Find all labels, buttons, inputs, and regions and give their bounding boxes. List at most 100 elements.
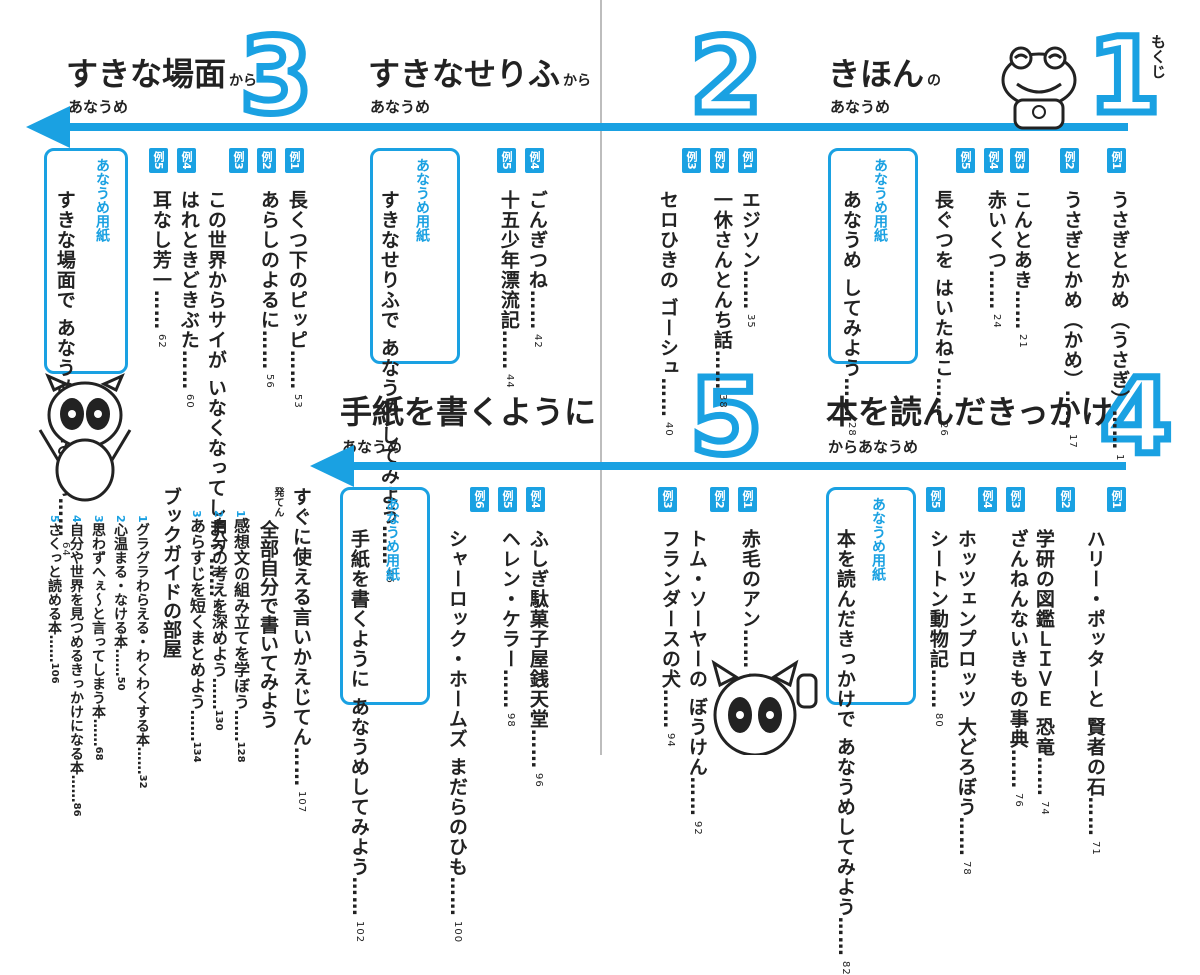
section-2-number: 2 <box>686 15 765 137</box>
example-tag-6: 例1 <box>738 148 757 173</box>
example-tag-5: 例5 <box>956 148 975 173</box>
example-tag-20: 例5 <box>926 487 945 512</box>
example-tag-15: 例5 <box>149 148 168 173</box>
example-tag-8: 例3 <box>682 148 701 173</box>
s4-item-1[interactable]: ハリー・ポッターと 賢者の石……71 <box>1083 529 1106 856</box>
example-tag-14: 例4 <box>177 148 196 173</box>
s1-item-6[interactable]: エジソン……35 <box>738 190 761 329</box>
section-4-title: 本を読んだきっかけ <box>826 393 1113 431</box>
top-arrow-line <box>60 123 1128 131</box>
example-tag-2: 例2 <box>1060 148 1079 173</box>
section-5-number: 5 <box>686 356 765 478</box>
raccoon-mascot-icon <box>38 373 132 502</box>
raccoon-mascot-icon <box>711 659 818 755</box>
section-1-subtitle: あなうめ <box>830 98 891 116</box>
example-tag-12: 例2 <box>257 148 276 173</box>
answer-sheet-box-4[interactable] <box>826 487 916 705</box>
bottom-arrow-line <box>346 462 1126 470</box>
example-tag-9: 例4 <box>525 148 544 173</box>
answer-sheet-text-5: 手紙を書くように あなうめしてみよう……102 <box>347 529 370 943</box>
extra-item-1[interactable]: すぐに使える言いかえじてん……107 <box>289 487 312 814</box>
example-tag-17: 例2 <box>1056 487 1075 512</box>
extra-2-prefix: 発てん <box>272 487 283 517</box>
section-2-subtitle: あなうめ <box>370 98 431 116</box>
answer-sheet-tag-2: あなうめ用紙 <box>414 158 430 242</box>
s1-item-1[interactable]: うさぎとかめ（うさぎ）……13 <box>1107 190 1130 469</box>
answer-sheet-tag-1: あなうめ用紙 <box>872 158 888 242</box>
example-tag-7: 例2 <box>710 148 729 173</box>
extra-2-title[interactable]: 全部自分で書いてみよう <box>257 520 279 729</box>
s4-item-2[interactable]: 学研の図鑑ＬＩＶＥ 恐竜……74 <box>1032 529 1055 816</box>
book-guide-item-3[interactable]: 3思わずへぇ〜と言ってしまう本……68 <box>90 515 106 761</box>
answer-sheet-box-5[interactable] <box>340 487 430 705</box>
answer-sheet-box-1[interactable] <box>828 148 918 364</box>
frog-mascot-icon <box>1001 46 1077 130</box>
example-tag-16: 例1 <box>1107 487 1126 512</box>
section-4-subtitle: からあなうめ <box>828 438 919 456</box>
s5-item-1[interactable]: ふしぎ駄菓子屋銭天堂……96 <box>526 529 549 788</box>
s2-item-2[interactable]: 十五少年漂流記……44 <box>497 190 520 389</box>
s5-item-2[interactable]: ヘレン・ケラー……98 <box>498 529 521 728</box>
s1-item-3[interactable]: こんとあき……21 <box>1010 190 1033 349</box>
book-guide-item-5[interactable]: 5さくっと読める本……106 <box>46 515 62 684</box>
s3-item-4[interactable]: はれときどきぶた……60 <box>177 190 200 409</box>
s4-item-5[interactable]: シートン動物記……80 <box>926 529 949 728</box>
s1-item-5[interactable]: 長ぐつを はいたねこ……26 <box>931 190 954 437</box>
s3-item-2[interactable]: あらしのよるに……56 <box>257 190 280 389</box>
toc-heading: もくじ <box>1149 34 1167 79</box>
example-tag-10: 例5 <box>497 148 516 173</box>
s1-item-4[interactable]: 赤いくつ……24 <box>984 190 1007 329</box>
example-tag-24: 例4 <box>526 487 545 512</box>
example-tag-25: 例5 <box>498 487 517 512</box>
book-guide-item-2[interactable]: 2心温まる・なける本……50 <box>112 515 128 691</box>
example-tag-23: 例3 <box>658 487 677 512</box>
bottom-arrow-head <box>310 445 354 487</box>
answer-sheet-box-3[interactable] <box>44 148 128 374</box>
section-5-subtitle: あなうめ <box>342 438 403 456</box>
answer-sheet-text-3: すきな場面で あなうめしてみよう……64 <box>53 190 76 557</box>
example-tag-3: 例3 <box>1010 148 1029 173</box>
answer-sheet-tag-3: あなうめ用紙 <box>94 158 110 242</box>
example-tag-19: 例4 <box>978 487 997 512</box>
s2-item-1[interactable]: ごんぎつね……42 <box>525 190 548 349</box>
answer-sheet-tag-4: あなうめ用紙 <box>870 497 886 581</box>
section-1-title: きほんの <box>828 55 942 93</box>
s3-item-3[interactable]: この世界からサイが いなくなってしまう……58 <box>204 190 227 617</box>
example-tag-22: 例2 <box>710 487 729 512</box>
section-3-subtitle: あなうめ <box>68 98 129 116</box>
example-tag-13: 例3 <box>229 148 248 173</box>
book-guide-item-4[interactable]: 4自分や世界を見つめるきっかけになる本……86 <box>68 515 84 817</box>
top-arrow-head <box>26 106 70 148</box>
section-4-number: 4 <box>1096 356 1175 478</box>
section-2-title: すきなせりふから <box>368 55 592 93</box>
extra-2-item-1[interactable]: 1感想文の組み立てを学ぼう……128 <box>231 510 250 763</box>
example-tag-26: 例6 <box>470 487 489 512</box>
extra-2-item-2[interactable]: 2自分の考えを深めよう……130 <box>209 510 228 731</box>
answer-sheet-tag-5: あなうめ用紙 <box>384 497 400 581</box>
answer-sheet-text-2: すきなせりふで あなうめ してみよう……46 <box>377 190 400 584</box>
s5-item-3[interactable]: シャーロック・ホームズ まだらのひも……100 <box>445 529 468 943</box>
book-guide-title[interactable]: ブックガイドの部屋 <box>160 487 182 658</box>
s1-item-2[interactable]: うさぎとかめ（かめ）……17 <box>1060 190 1083 449</box>
example-tag-18: 例3 <box>1006 487 1025 512</box>
example-tag-11: 例1 <box>285 148 304 173</box>
section-3-number: 3 <box>236 15 315 137</box>
example-tag-1: 例1 <box>1107 148 1126 173</box>
section-1-number: 1 <box>1084 15 1163 137</box>
page-gutter <box>600 0 602 755</box>
s4-item-7[interactable]: トム・ソーヤーの ぼうけん……92 <box>685 529 708 836</box>
example-tag-21: 例1 <box>738 487 757 512</box>
s4-item-8[interactable]: フランダースの犬……94 <box>658 529 681 748</box>
answer-sheet-box-2[interactable] <box>370 148 460 364</box>
s3-item-5[interactable]: 耳なし芳一……62 <box>149 190 172 349</box>
s1-item-8[interactable]: セロひきの ゴーシュ……40 <box>656 190 679 437</box>
example-tag-4: 例4 <box>984 148 1003 173</box>
section-5-title: 手紙を書くように <box>340 393 597 431</box>
table-of-contents-spread: もくじ 1 2 3 4 5 きほんの あなうめ すきなせりふから あなうめ すき… <box>26 0 1176 975</box>
book-guide-item-1[interactable]: 1グラグラわらえる・わくわくする本……32 <box>134 515 150 789</box>
s1-item-7[interactable]: 一休さんとんち話……38 <box>710 190 733 409</box>
s3-item-1[interactable]: 長くつ下のピッピ……53 <box>285 190 308 409</box>
extra-2-item-3[interactable]: 3あらすじを短くまとめよう……134 <box>187 510 206 763</box>
s4-item-4[interactable]: ホッツェンプロッツ 大どろぼう……78 <box>954 529 977 876</box>
s4-item-3[interactable]: ざんねんないきもの事典……76 <box>1006 529 1029 808</box>
